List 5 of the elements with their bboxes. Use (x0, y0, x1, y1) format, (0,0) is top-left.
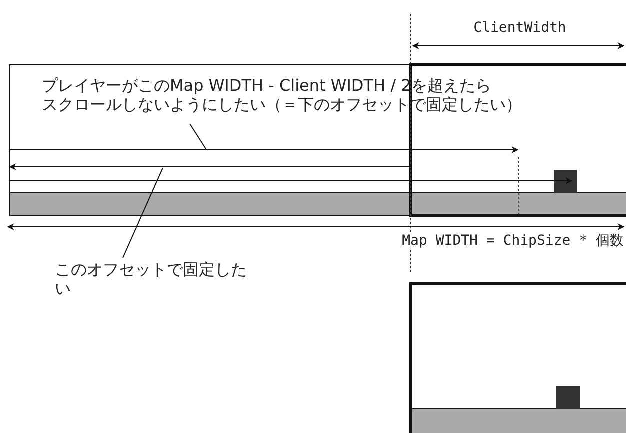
offset-arrow (9, 164, 412, 170)
leader-line (122, 168, 164, 258)
leader-line (190, 124, 206, 150)
offset-arrow (10, 146, 519, 154)
note-text: このオフセットで固定したい (55, 260, 255, 298)
